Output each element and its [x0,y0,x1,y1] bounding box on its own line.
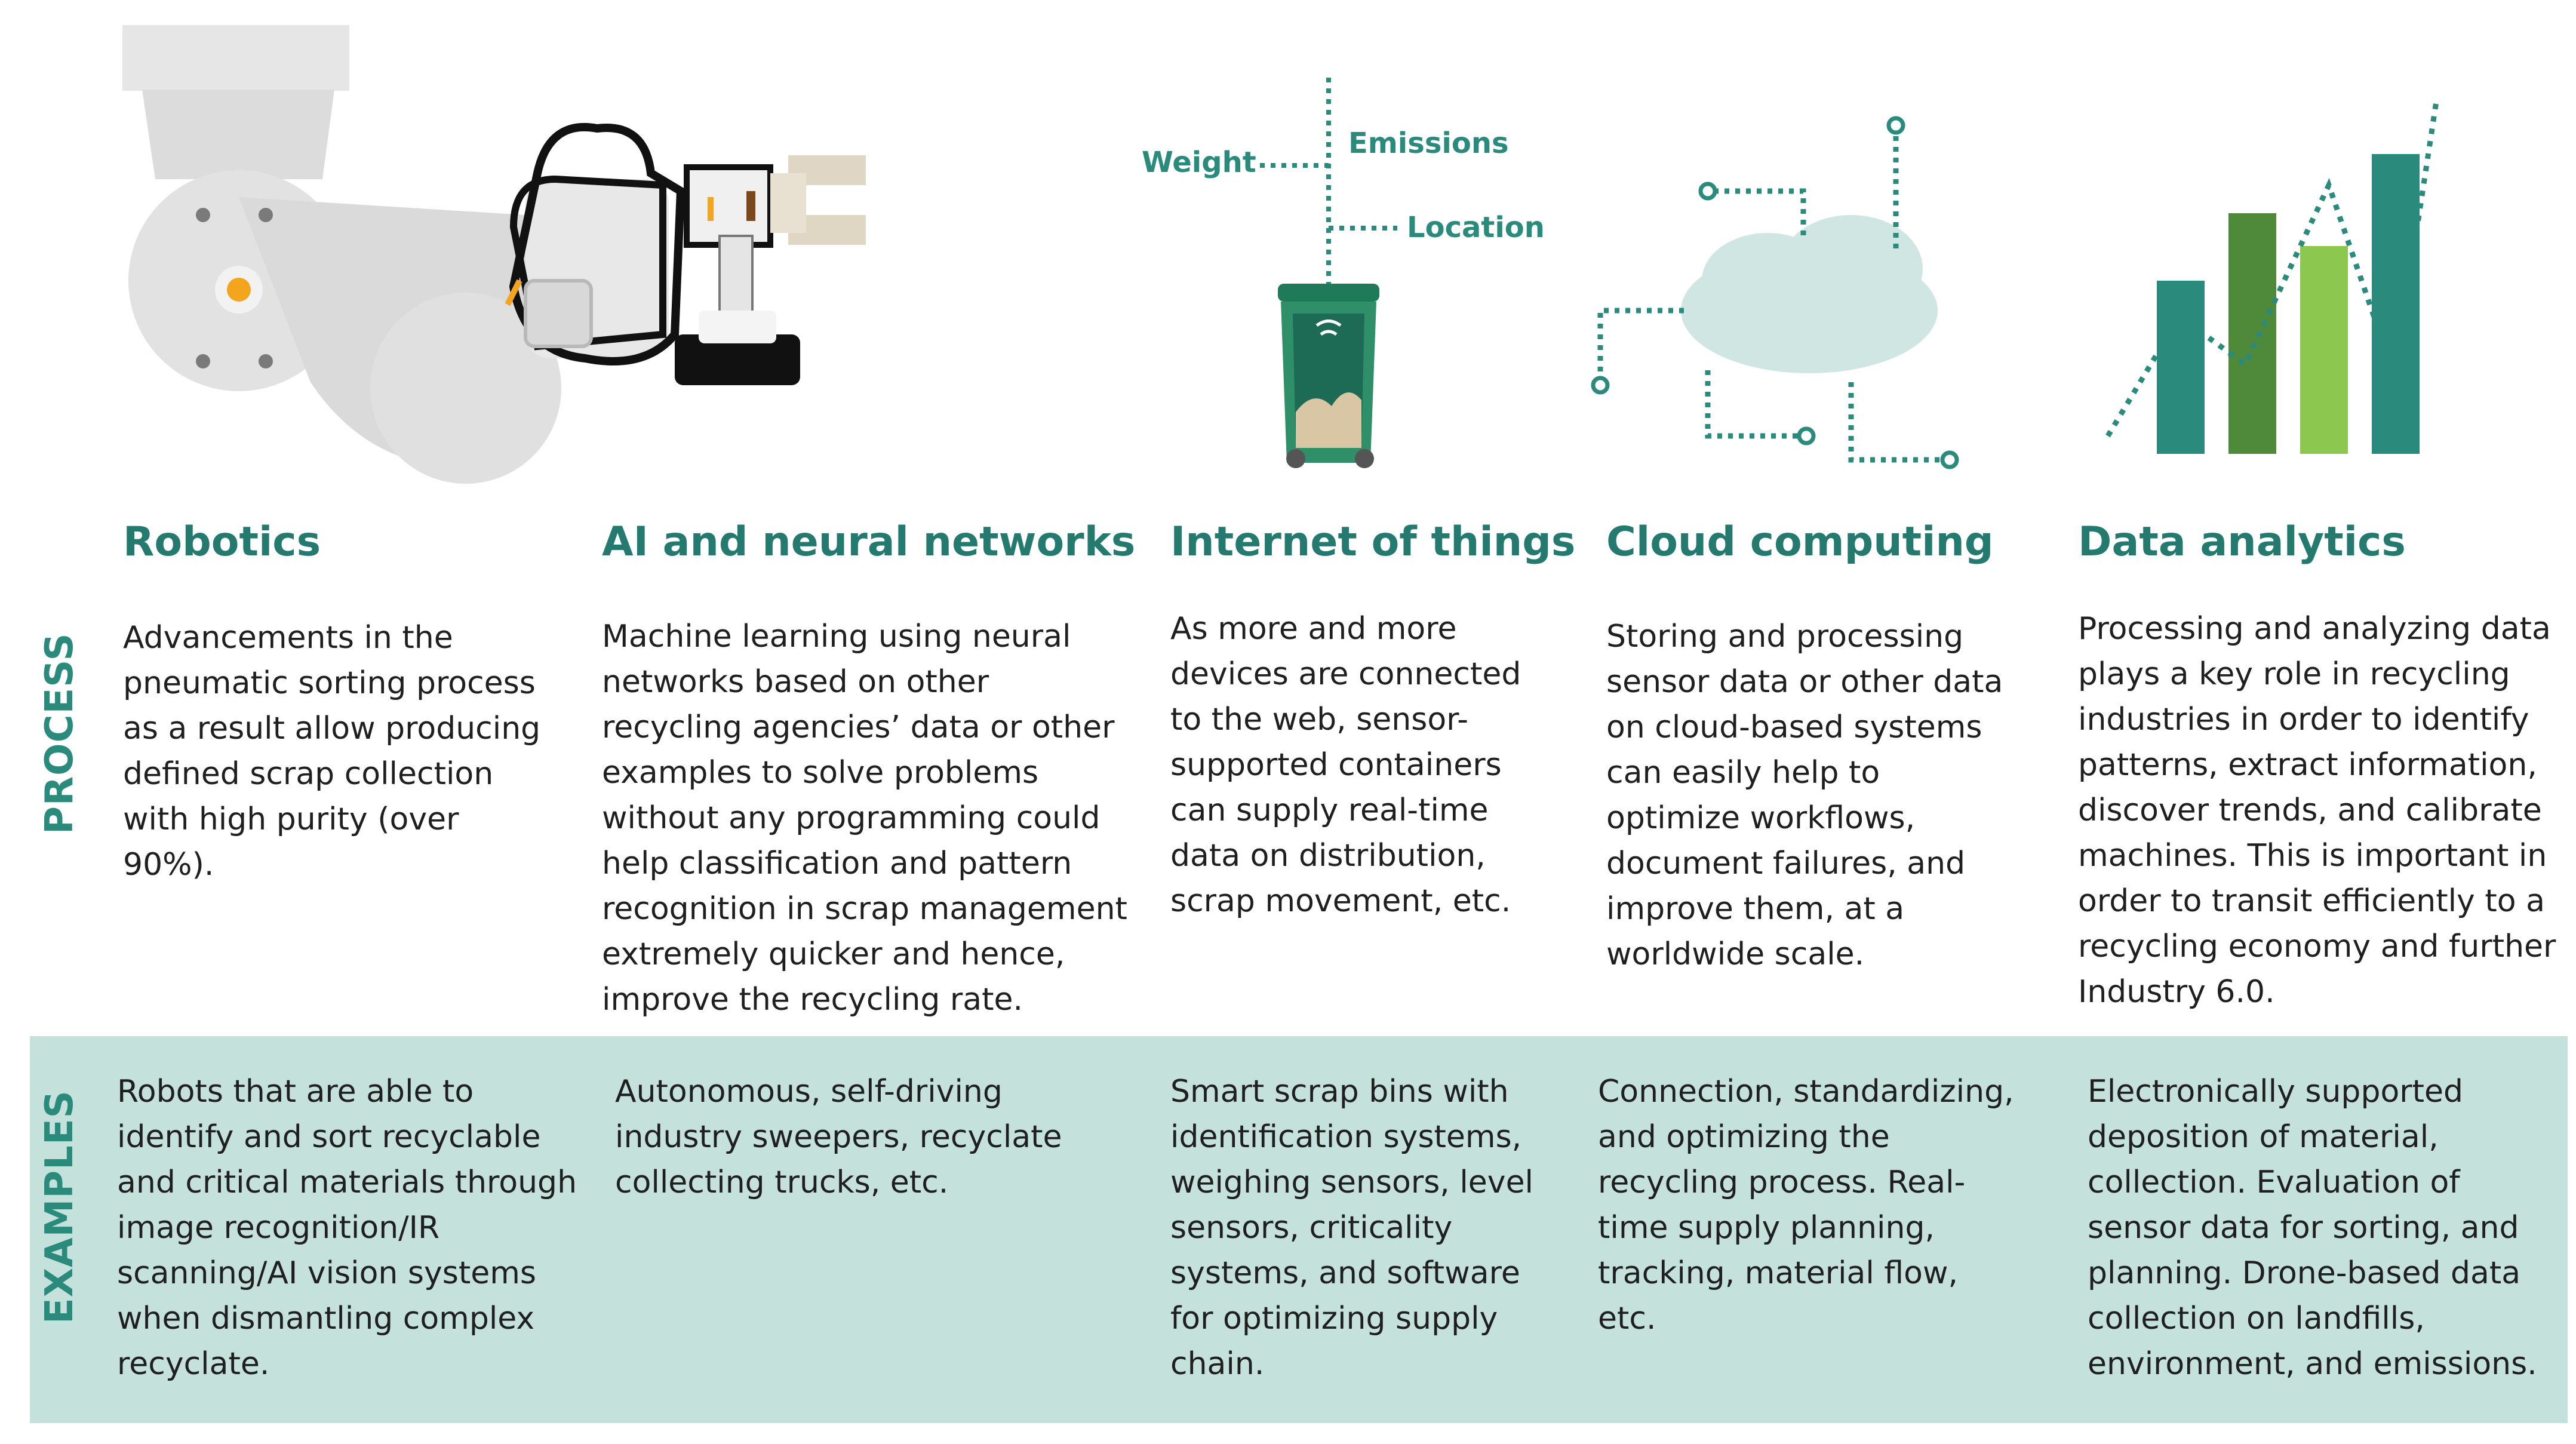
title-cloud-computing: Cloud computing [1606,518,1994,566]
title-ai-neural-networks: AI and neural networks [602,518,1136,566]
examples-text-cloud: Connection, standardizing,and optimizing… [1598,1074,2014,1337]
title-robotics: Robotics [123,518,321,566]
title-data-analytics: Data analytics [2078,518,2406,566]
iot-tag-weight: Weight [1142,146,1256,179]
process-side-label: PROCESS [38,632,82,834]
title-internet-of-things: Internet of things [1170,518,1576,566]
illustration-row [122,25,2439,484]
iot-tag-emissions: Emissions [1348,127,1509,160]
examples-side-label: EXAMPLES [38,1090,82,1324]
cloud-network-icon [1591,116,1959,469]
smart-bin-icon [1260,78,1397,468]
robot-arm-illustration [122,25,866,484]
bar-chart-trend-icon [2105,101,2439,454]
examples-band [30,1036,2568,1423]
iot-tag-location: Location [1407,211,1545,244]
